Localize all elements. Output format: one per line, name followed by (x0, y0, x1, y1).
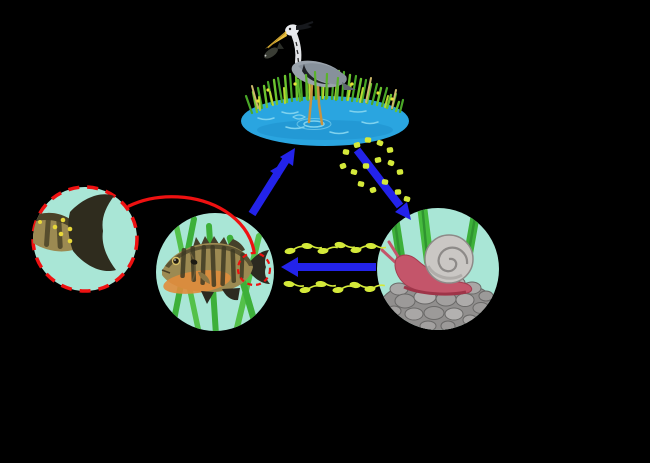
arrow-heron-to-snail (353, 147, 411, 220)
heron-pond-node (241, 21, 409, 146)
fish-in-beak-icon (264, 42, 284, 59)
tail-highlight-circle (236, 251, 272, 287)
snail-icon (380, 234, 474, 296)
snail-shell-shading (426, 265, 463, 280)
fish-eye (173, 258, 179, 264)
zoom-callout-line (127, 195, 256, 253)
fish-pectoral-fin (198, 272, 210, 284)
fish-tail-fin (246, 250, 270, 284)
arrow-snail-to-fish (281, 257, 376, 277)
fish-eye-glint (174, 259, 176, 261)
fish-mouth (161, 269, 171, 274)
beak-line (267, 32, 286, 49)
heron-head (285, 24, 299, 36)
pond-shadow (257, 120, 393, 140)
pond-ripples (257, 110, 379, 135)
heron-legs (307, 82, 324, 126)
fish-pelvic-fin (201, 291, 214, 304)
heron-icon (264, 21, 356, 126)
fish-opercular-spot (190, 259, 198, 265)
heron-crest-plume (298, 21, 314, 28)
infected-fish-node (156, 213, 274, 331)
heron-wing (298, 63, 347, 85)
cercaria-particles (283, 241, 387, 294)
pond-grass-front (296, 70, 340, 103)
tail-closeup-node (31, 185, 139, 293)
zoom-callout (127, 195, 272, 287)
arrow-fish-to-heron (248, 148, 295, 217)
heron-eye (288, 27, 292, 31)
sunfish-icon (161, 236, 270, 304)
snail-shell-spiral (437, 246, 469, 273)
egg-particles (339, 137, 411, 202)
tail-peduncle-back (33, 212, 73, 228)
heron-tail (342, 82, 356, 90)
snail-foot-line (403, 285, 467, 296)
tail-caudal-fin (68, 194, 116, 272)
fish-anal-fin (222, 288, 240, 301)
snail-tentacles (380, 240, 401, 264)
fish-gill-line (189, 252, 196, 282)
parasite-spots (38, 217, 73, 244)
fish-tail-spots-icon (33, 194, 116, 272)
pond-water (241, 96, 409, 146)
